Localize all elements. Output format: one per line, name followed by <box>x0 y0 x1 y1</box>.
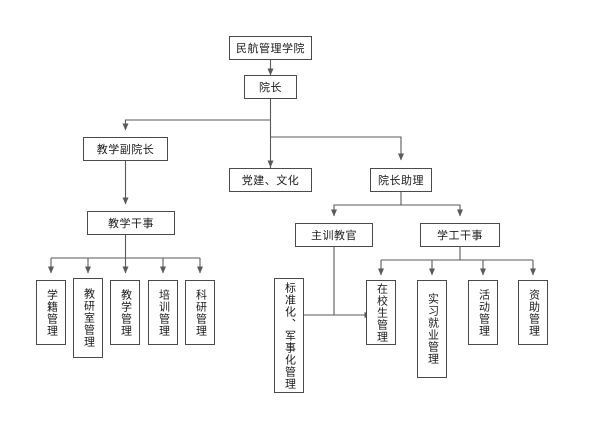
node-student-status-mgmt[interactable]: 学籍管理 <box>36 280 66 345</box>
node-funding-mgmt-label: 资助管理 <box>527 288 541 337</box>
node-internship-employment-mgmt[interactable]: 实习就业管理 <box>417 280 447 378</box>
node-college-label: 民航管理学院 <box>236 41 305 55</box>
node-funding-mgmt[interactable]: 资助管理 <box>518 280 548 345</box>
node-teaching-office-mgmt[interactable]: 教研室管理 <box>73 278 103 358</box>
node-internship-employment-mgmt-label: 实习就业管理 <box>426 293 440 365</box>
edge-dean-assistant <box>270 136 404 161</box>
node-standard-military-mgmt[interactable]: 标准化、军事化管理 <box>274 278 304 393</box>
node-party-culture-label: 党建、文化 <box>241 173 300 187</box>
node-teaching-officer[interactable]: 教学干事 <box>87 211 175 235</box>
node-enrolled-student-mgmt[interactable]: 在校生管理 <box>366 280 396 345</box>
node-student-affairs-officer-label: 学工干事 <box>437 228 483 242</box>
node-teaching-mgmt-label: 教学管理 <box>119 288 133 337</box>
node-dean[interactable]: 院长 <box>244 75 297 99</box>
node-activity-mgmt[interactable]: 活动管理 <box>468 280 498 345</box>
node-vice-dean-teaching[interactable]: 教学副院长 <box>83 137 168 161</box>
node-activity-mgmt-label: 活动管理 <box>477 288 491 337</box>
edge-assistant-instructor <box>331 204 401 217</box>
node-chief-instructor[interactable]: 主训教官 <box>295 223 373 247</box>
node-teaching-officer-label: 教学干事 <box>108 216 154 230</box>
edge-assistant-studentaffairs <box>401 204 463 217</box>
node-research-mgmt-label: 科研管理 <box>194 288 208 337</box>
node-enrolled-student-mgmt-label: 在校生管理 <box>375 282 389 343</box>
node-party-culture[interactable]: 党建、文化 <box>229 168 312 192</box>
node-research-mgmt[interactable]: 科研管理 <box>185 280 215 345</box>
node-dean-assistant-label: 院长助理 <box>378 173 424 187</box>
node-teaching-office-mgmt-label: 教研室管理 <box>82 288 96 348</box>
node-chief-instructor-label: 主训教官 <box>311 228 357 242</box>
edge-dean-vicedean <box>122 119 271 131</box>
node-training-mgmt[interactable]: 培训管理 <box>148 280 178 345</box>
node-student-status-mgmt-label: 学籍管理 <box>45 288 59 337</box>
node-dean-assistant[interactable]: 院长助理 <box>370 168 432 192</box>
node-teaching-mgmt[interactable]: 教学管理 <box>110 280 140 345</box>
node-dean-label: 院长 <box>259 80 282 94</box>
node-standard-military-mgmt-label: 标准化、军事化管理 <box>283 281 297 390</box>
node-training-mgmt-label: 培训管理 <box>157 288 171 337</box>
node-vice-dean-teaching-label: 教学副院长 <box>96 142 155 156</box>
node-student-affairs-officer[interactable]: 学工干事 <box>420 223 500 247</box>
node-college[interactable]: 民航管理学院 <box>229 36 312 60</box>
